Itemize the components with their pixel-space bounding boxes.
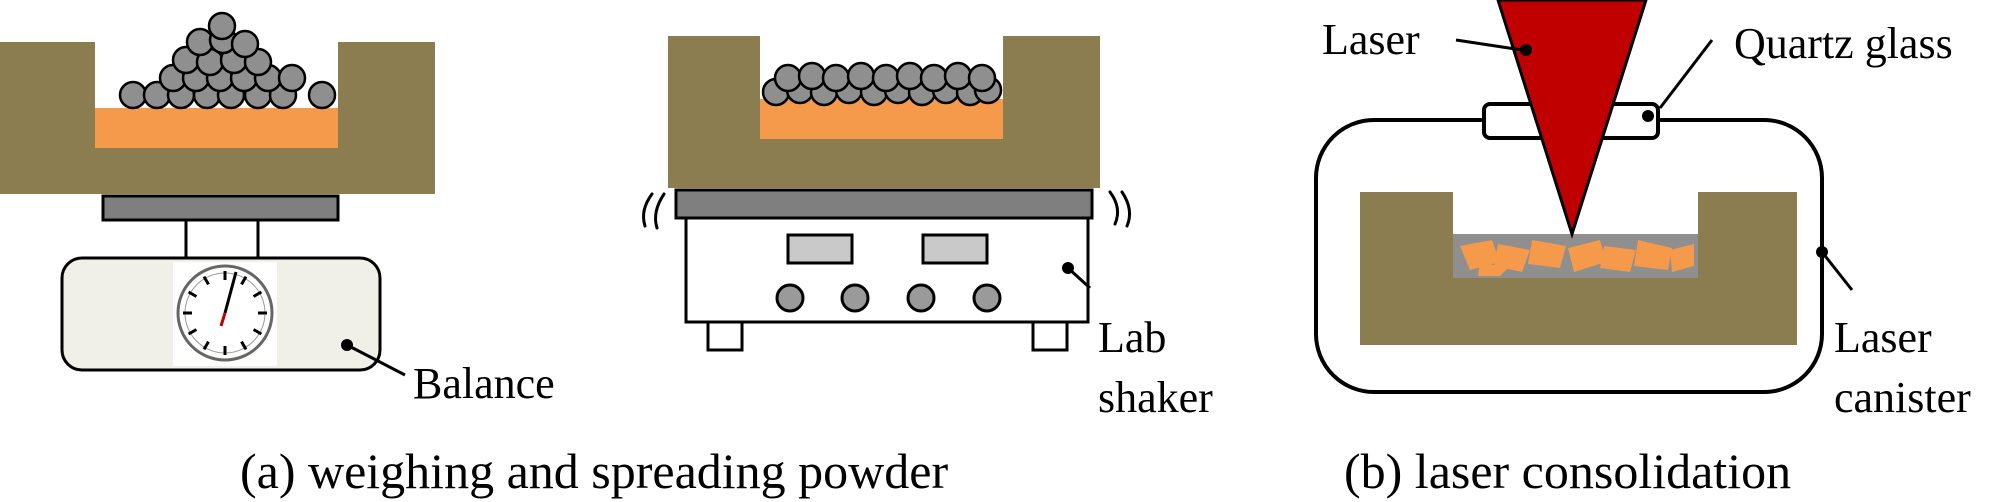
laser-canister-label-line1: Laser (1834, 313, 1932, 362)
shaker-body (684, 216, 1090, 324)
balance-powder-particles (118, 11, 337, 110)
balance-label: Balance (413, 359, 555, 408)
gauge-dial-icon (173, 262, 277, 366)
shaker-knob (840, 283, 870, 313)
powder-particle (773, 63, 803, 93)
vibration-lines-icon (642, 190, 1132, 230)
consolidated-shard (1494, 244, 1530, 272)
shaker-knob (775, 283, 805, 313)
lab-shaker-label-line2: shaker (1098, 373, 1213, 422)
consolidated-shard (1460, 240, 1500, 270)
shaker-powder-particles (761, 61, 1003, 107)
powder-particle (277, 63, 307, 93)
consolidated-shard (1528, 240, 1566, 268)
powder-particle (118, 80, 148, 110)
shaker-knob (906, 283, 936, 313)
balance-plate (101, 194, 340, 222)
quartz-glass-label: Quartz glass (1734, 19, 1953, 68)
laser-label: Laser (1322, 15, 1420, 64)
shaker-foot-right (1031, 320, 1069, 352)
powder-particle (797, 61, 827, 91)
caption-a: (a) weighing and spreading powder (240, 443, 948, 499)
shaker-knob (972, 283, 1002, 313)
balance-setup: Balance (0, 11, 555, 408)
powder-particle (919, 63, 949, 93)
caption-b: (b) laser consolidation (1344, 443, 1791, 499)
powder-particle (846, 61, 876, 91)
shaker-powder-bed (760, 99, 1003, 139)
canister-leader (1820, 251, 1854, 291)
powder-particle (821, 63, 851, 93)
quartz-leader (1658, 39, 1714, 109)
consolidated-shard (1600, 246, 1636, 272)
powder-particle (967, 63, 997, 93)
powder-particle (307, 80, 337, 110)
consolidated-shard (1478, 262, 1508, 276)
shaker-foot-left (706, 320, 744, 352)
shaker-display-right (921, 233, 989, 265)
consolidated-powder (1460, 240, 1694, 276)
laser-setup: Laser Quartz glass Laser canister (1314, 0, 1971, 422)
laser-beam (1496, 0, 1648, 239)
powder-particle (207, 11, 237, 41)
balance-leader (346, 343, 406, 377)
laser-canister-label-line2: canister (1834, 373, 1971, 422)
balance-post (184, 218, 260, 260)
shaker-leader (1066, 266, 1092, 290)
quartz-pointer-dot (1642, 110, 1654, 122)
powder-particle (943, 61, 973, 91)
powder-particle (895, 61, 925, 91)
lab-shaker-label-line1: Lab (1098, 313, 1166, 362)
powder-particle (230, 29, 260, 59)
powder-particle (871, 63, 901, 93)
balance-powder-bed (95, 108, 338, 148)
shaker-plate (674, 188, 1094, 220)
consolidated-shard (1634, 240, 1672, 270)
shaker-setup: Lab shaker (642, 36, 1213, 422)
laser-pointer-dot (1520, 44, 1532, 56)
consolidated-shard (1670, 244, 1694, 272)
laser-leader (1455, 38, 1523, 52)
shaker-display-left (786, 233, 854, 265)
consolidated-shard (1568, 240, 1606, 272)
